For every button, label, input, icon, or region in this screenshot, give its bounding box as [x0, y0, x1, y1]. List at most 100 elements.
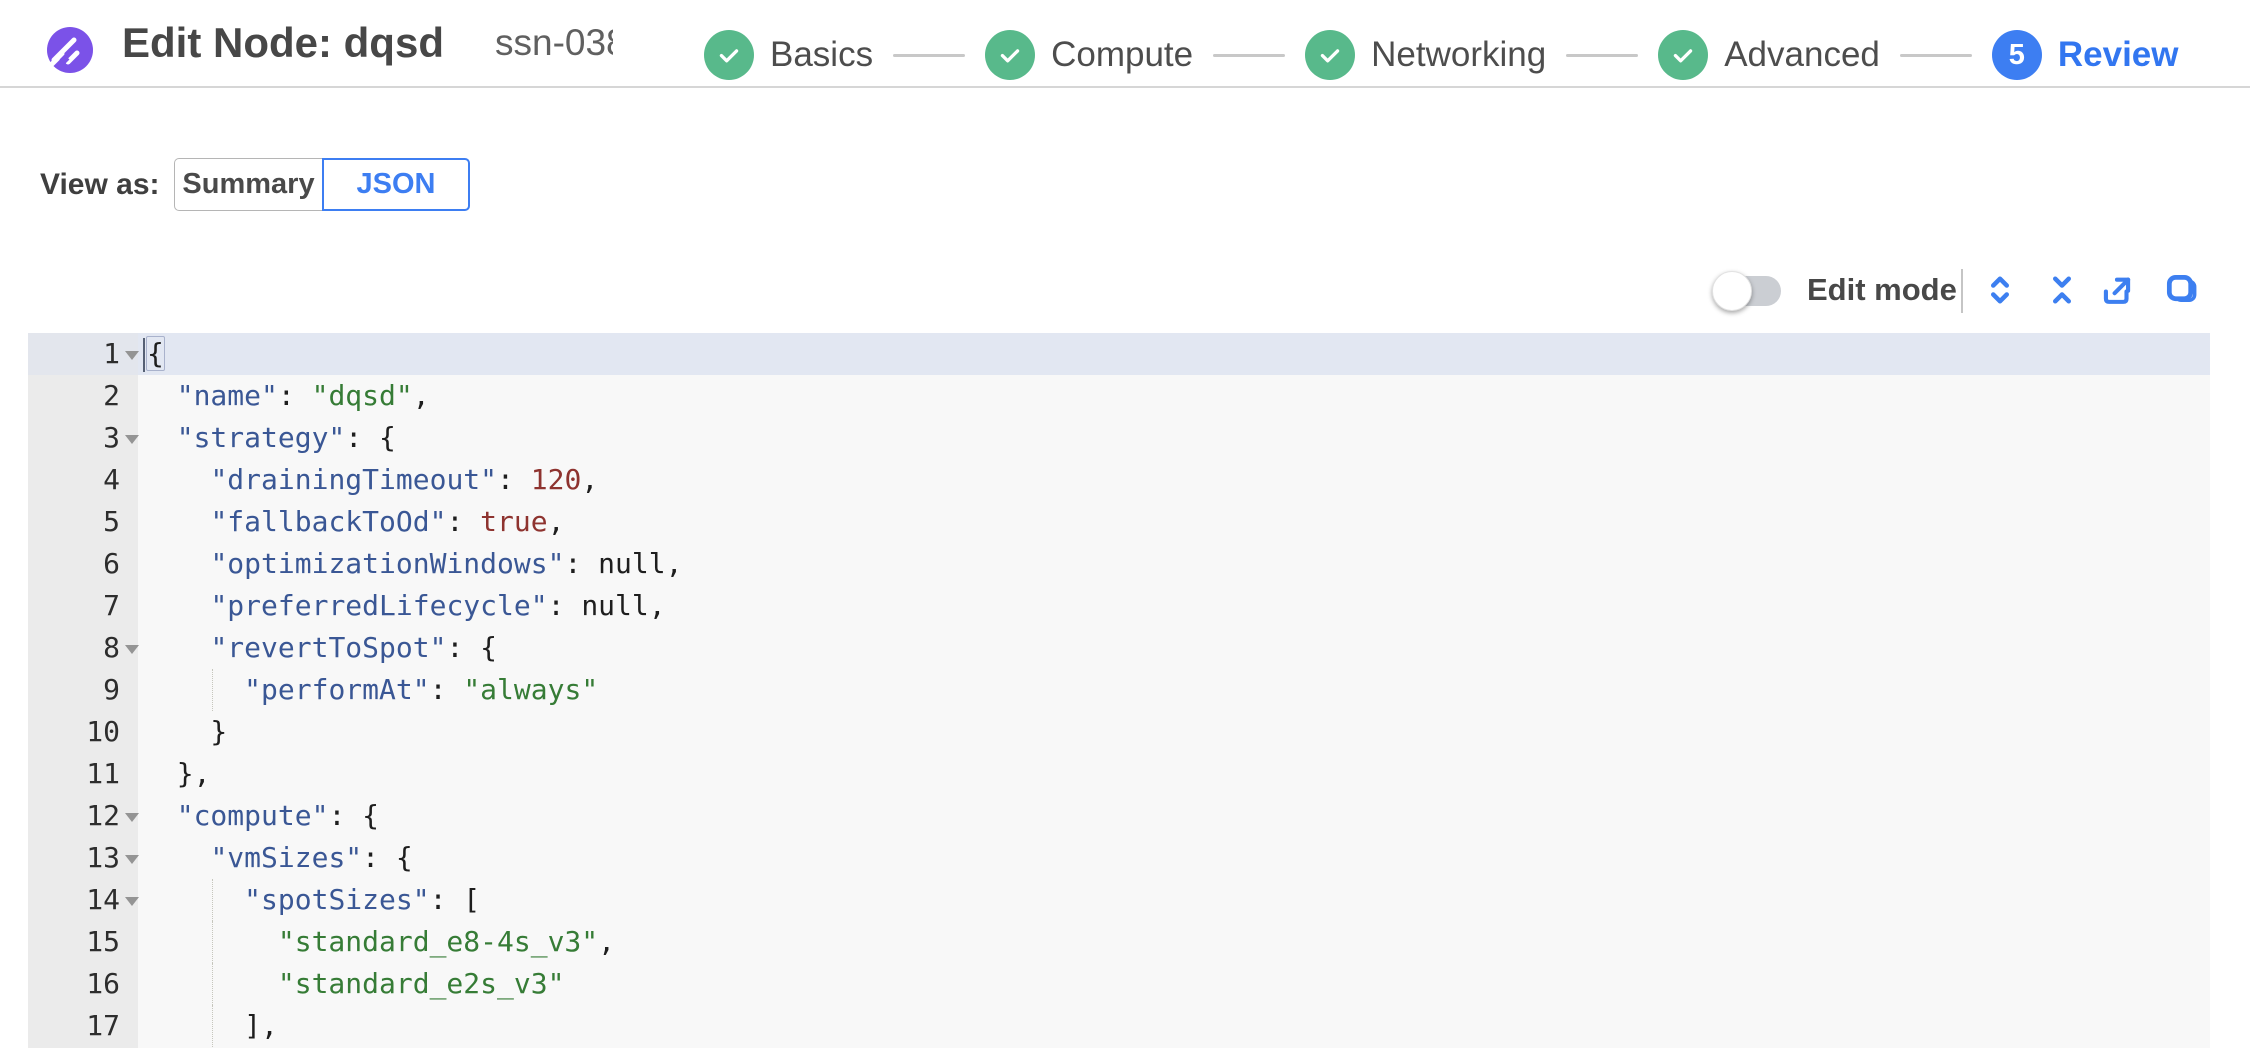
step-label: Basics [770, 35, 874, 74]
code-line[interactable]: 12 "compute": { [28, 795, 2210, 837]
code-line[interactable]: 15 "standard_e8-4s_v3", [28, 921, 2210, 963]
step-check-icon [1305, 30, 1356, 80]
code-text: "drainingTimeout": 120, [210, 463, 599, 496]
wizard-stepper: Basics Compute Networking Advanced 5 Review [704, 29, 2179, 81]
code-line[interactable]: 3 "strategy": { [28, 417, 2210, 459]
fold-arrow-icon[interactable] [125, 435, 139, 444]
code-line[interactable]: 11 }, [28, 753, 2210, 795]
edit-mode-label: Edit mode [1807, 272, 1957, 307]
indent-guide [212, 921, 213, 963]
edit-mode-toggle[interactable] [1712, 271, 1781, 311]
indent-guide [212, 879, 213, 921]
fold-arrow-icon[interactable] [125, 351, 139, 360]
step-label: Review [2057, 35, 2179, 74]
line-number: 17 [86, 1009, 120, 1042]
code-text: "preferredLifecycle": null, [210, 589, 666, 622]
line-number: 1 [103, 337, 120, 370]
code-line[interactable]: 9 "performAt": "always" [28, 669, 2210, 711]
text-cursor [143, 338, 145, 372]
step-check-icon [1658, 30, 1709, 80]
code-line[interactable]: 4 "drainingTimeout": 120, [28, 459, 2210, 501]
code-text: "spotSizes": [ [244, 883, 481, 916]
step-number-badge: 5 [1991, 30, 2042, 80]
collapse-all-icon[interactable] [2042, 270, 2082, 310]
code-text: { [143, 333, 165, 375]
code-line[interactable]: 6 "optimizationWindows": null, [28, 543, 2210, 585]
code-line[interactable]: 7 "preferredLifecycle": null, [28, 585, 2210, 627]
step-connector [1899, 53, 1972, 57]
code-line[interactable]: 17 ], [28, 1005, 2210, 1047]
code-line[interactable]: 14 "spotSizes": [ [28, 879, 2210, 921]
line-number: 4 [103, 463, 120, 496]
code-text: "vmSizes": { [210, 841, 413, 874]
code-text: "standard_e2s_v3" [277, 967, 565, 1000]
code-line[interactable]: 13 "vmSizes": { [28, 837, 2210, 879]
editor-toolbar: Edit mode [1700, 258, 2210, 322]
code-line[interactable]: 10 } [28, 711, 2210, 753]
step-label: Advanced [1724, 35, 1880, 74]
line-number: 12 [86, 799, 120, 832]
step-review[interactable]: 5 Review [1991, 30, 2179, 80]
json-editor[interactable]: 1{2 "name": "dqsd",3 "strategy": {4 "dra… [28, 333, 2210, 1048]
expand-all-icon[interactable] [1980, 270, 2020, 310]
step-connector [893, 53, 966, 57]
line-number: 13 [86, 841, 120, 874]
node-id: ssn-038 [495, 22, 613, 63]
copy-icon[interactable] [2162, 270, 2202, 310]
code-text: "fallbackToOd": true, [210, 505, 565, 538]
export-icon[interactable] [2097, 270, 2137, 310]
line-number: 2 [103, 379, 120, 412]
step-compute[interactable]: Compute [985, 30, 1193, 80]
editor-gutter [28, 333, 138, 1048]
code-line[interactable]: 1{ [28, 333, 2210, 375]
indent-guide [212, 963, 213, 1005]
code-text: "compute": { [176, 799, 380, 832]
fold-arrow-icon[interactable] [125, 855, 139, 864]
line-number: 3 [103, 421, 120, 454]
step-check-icon [985, 30, 1036, 80]
line-number: 10 [86, 715, 120, 748]
code-line[interactable]: 8 "revertToSpot": { [28, 627, 2210, 669]
step-networking[interactable]: Networking [1305, 30, 1546, 80]
code-text: } [143, 715, 228, 748]
line-number: 6 [103, 547, 120, 580]
step-connector [1566, 53, 1639, 57]
code-line[interactable]: 16 "standard_e2s_v3" [28, 963, 2210, 1005]
code-text: "revertToSpot": { [210, 631, 498, 664]
code-text: "performAt": "always" [244, 673, 599, 706]
line-number: 15 [86, 925, 120, 958]
step-connector [1213, 53, 1286, 57]
indent-guide [212, 669, 213, 711]
code-text: }, [143, 757, 211, 790]
code-text: "optimizationWindows": null, [210, 547, 683, 580]
step-label: Networking [1371, 35, 1547, 74]
line-number: 8 [103, 631, 120, 664]
code-text: ], [143, 1009, 278, 1042]
view-as-json-button[interactable]: JSON [322, 158, 470, 211]
toolbar-divider [1961, 269, 1963, 313]
code-text: "strategy": { [176, 421, 396, 454]
code-line[interactable]: 5 "fallbackToOd": true, [28, 501, 2210, 543]
step-label: Compute [1051, 35, 1194, 74]
step-basics[interactable]: Basics [704, 30, 873, 80]
indent-guide [212, 1005, 213, 1047]
line-number: 14 [86, 883, 120, 916]
spot-logo-icon [44, 27, 94, 77]
fold-arrow-icon[interactable] [125, 897, 139, 906]
view-as-summary-button[interactable]: Summary [174, 158, 322, 211]
line-number: 11 [86, 757, 120, 790]
line-number: 16 [86, 967, 120, 1000]
fold-arrow-icon[interactable] [125, 645, 139, 654]
wizard-header: Edit Node: dqsd ssn-038 BasicsComputeNet… [0, 0, 2250, 88]
code-text: "name": "dqsd", [176, 379, 430, 412]
view-as-label: View as: [40, 168, 160, 201]
step-advanced[interactable]: Advanced [1658, 30, 1880, 80]
code-text: "standard_e8-4s_v3", [277, 925, 616, 958]
line-number: 9 [103, 673, 120, 706]
code-line[interactable]: 2 "name": "dqsd", [28, 375, 2210, 417]
toggle-knob [1712, 271, 1752, 311]
step-check-icon [704, 30, 754, 80]
fold-arrow-icon[interactable] [125, 813, 139, 822]
line-number: 5 [103, 505, 120, 538]
